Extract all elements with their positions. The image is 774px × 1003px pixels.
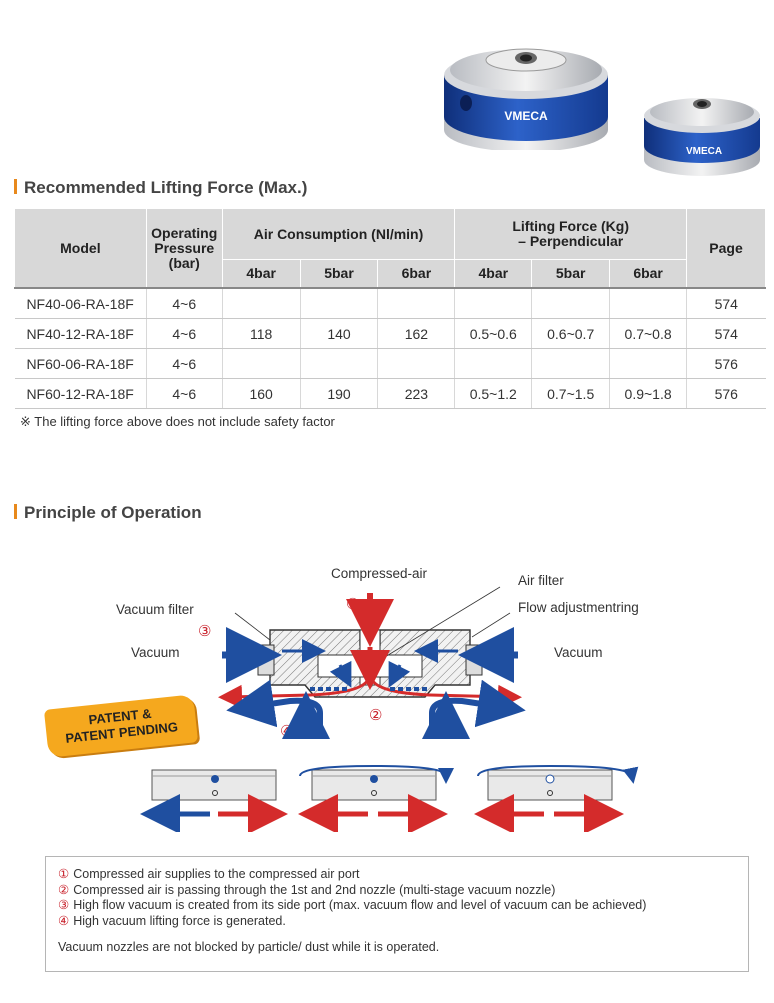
marker-3: ③ [198, 623, 212, 640]
section-title-text: Principle of Operation [24, 503, 202, 522]
cell-model: NF60-12-RA-18F [14, 378, 147, 409]
cell-pressure: 4~6 [146, 318, 223, 349]
cell-lift-6: 0.7~0.8 [609, 318, 688, 349]
subheader-lift-4bar: 4bar [454, 259, 533, 289]
cell-air-5: 140 [300, 318, 379, 349]
table-row: NF60-12-RA-18F 4~6 160 190 223 0.5~1.2 0… [14, 378, 766, 409]
header-lifting-force: Lifting Force (Kg) – Perpendicular [454, 208, 688, 260]
label-air-filter: Air filter [518, 573, 564, 588]
cell-air-6: 162 [377, 318, 456, 349]
cell-page: 576 [686, 378, 766, 409]
cell-lift-5: 0.6~0.7 [531, 318, 611, 349]
operation-cross-section-diagram [218, 586, 526, 739]
cell-lift-6 [609, 348, 688, 379]
cell-lift-6: 0.9~1.8 [609, 378, 688, 409]
cell-air-5 [300, 348, 379, 379]
safety-note: ※ The lifting force above does not inclu… [20, 414, 335, 429]
side-view-2 [298, 764, 454, 832]
cell-pressure: 4~6 [146, 287, 223, 319]
brand-logo-small: VMECA [686, 146, 722, 157]
brand-logo-large: VMECA [504, 109, 548, 123]
cell-lift-5 [531, 287, 611, 319]
cell-air-6 [377, 348, 456, 379]
table-row: NF40-12-RA-18F 4~6 118 140 162 0.5~0.6 0… [14, 318, 766, 349]
cell-model: NF60-06-RA-18F [14, 348, 147, 379]
header-model: Model [14, 208, 147, 289]
cell-air-4: 160 [222, 378, 301, 409]
cell-air-6: 223 [377, 378, 456, 409]
cell-air-4: 118 [222, 318, 301, 349]
side-view-1 [140, 769, 288, 832]
product-image-large: VMECA [444, 48, 608, 150]
cell-lift-4: 0.5~1.2 [454, 378, 533, 409]
header-air-consumption: Air Consumption (Nl/min) [221, 208, 456, 260]
section-title-text: Recommended Lifting Force (Max.) [24, 178, 308, 197]
cell-pressure: 4~6 [146, 378, 223, 409]
cell-page: 576 [686, 348, 766, 379]
header-page: Page [686, 208, 766, 289]
cell-air-6 [377, 287, 456, 319]
label-flow-ring: Flow adjustmentring [518, 600, 639, 615]
cell-page: 574 [686, 287, 766, 319]
side-view-3 [474, 764, 639, 832]
cell-pressure: 4~6 [146, 348, 223, 379]
table-header-row: Model Operating Pressure (bar) Air Consu… [14, 208, 766, 289]
label-vacuum-filter: Vacuum filter [116, 602, 194, 617]
subheader-air-6bar: 6bar [377, 259, 456, 289]
subheader-air-5bar: 5bar [299, 259, 379, 289]
cell-lift-5 [531, 348, 611, 379]
label-vacuum-left: Vacuum [131, 645, 180, 660]
cell-lift-5: 0.7~1.5 [531, 378, 611, 409]
subheader-lift-6bar: 6bar [609, 259, 688, 289]
section-marker [14, 179, 17, 194]
cell-lift-4 [454, 287, 533, 319]
side-view-diagrams [140, 764, 639, 832]
steps-footer: Vacuum nozzles are not blocked by partic… [58, 940, 440, 954]
subheader-air-4bar: 4bar [221, 259, 301, 289]
section-marker [14, 504, 17, 519]
label-compressed-air: Compressed-air [331, 566, 428, 581]
cell-air-4 [222, 287, 301, 319]
cell-model: NF40-12-RA-18F [14, 318, 147, 349]
cell-lift-4: 0.5~0.6 [454, 318, 533, 349]
table-row: NF40-06-RA-18F 4~6 574 [14, 287, 766, 319]
marker-2: ② [369, 707, 383, 724]
header-pressure: Operating Pressure (bar) [145, 208, 223, 289]
cell-air-4 [222, 348, 301, 379]
lifting-force-table: Model Operating Pressure (bar) Air Consu… [14, 208, 766, 409]
section-title-principle: Principle of Operation [14, 503, 202, 523]
table-subheader-row: 4bar 5bar 6bar 4bar 5bar 6bar [15, 259, 766, 289]
cell-air-5: 190 [300, 378, 379, 409]
label-vacuum-right: Vacuum [554, 645, 603, 660]
patent-badge: PATENT & PATENT PENDING [43, 694, 199, 758]
section-title-lifting-force: Recommended Lifting Force (Max.) [14, 178, 307, 198]
product-image-small: VMECA [644, 98, 760, 176]
cell-page: 574 [686, 318, 766, 349]
cell-lift-6 [609, 287, 688, 319]
cell-model: NF40-06-RA-18F [14, 287, 147, 319]
subheader-lift-5bar: 5bar [531, 259, 611, 289]
cell-air-5 [300, 287, 379, 319]
table-row: NF60-06-RA-18F 4~6 576 [14, 348, 766, 379]
cell-lift-4 [454, 348, 533, 379]
